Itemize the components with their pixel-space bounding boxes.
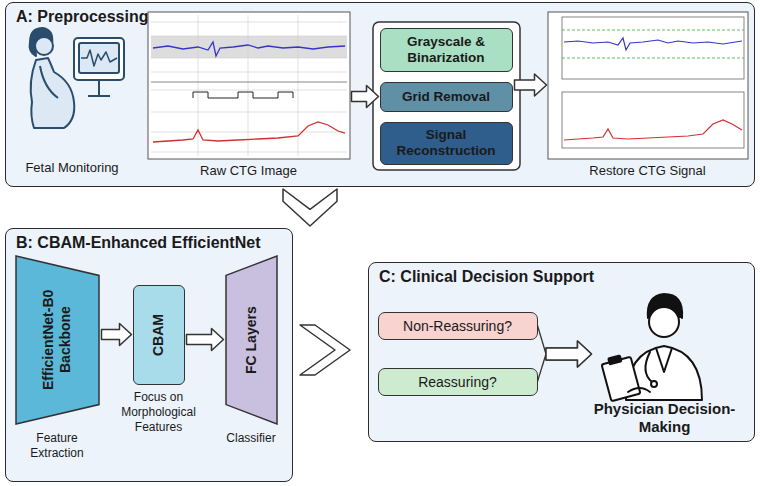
image-caption: Raw CTG Image [128, 163, 370, 178]
section-panel: A: PreprocessingRaw CTG ImageGrayscale &… [5, 2, 755, 187]
image-panel: Restore CTG Signal [548, 12, 748, 159]
trapezoid-shape [226, 256, 277, 424]
image-caption: Restore CTG Signal [528, 163, 760, 178]
image-panel: Raw CTG Image [148, 12, 350, 159]
section-panel: C: Clinical Decision SupportNon-Reassuri… [368, 262, 755, 442]
block-label: FC Layers [243, 265, 260, 415]
process-box: Signal Reconstruction [380, 122, 513, 165]
block-label: EfficientNet-B0 Backbone [40, 265, 74, 415]
connector [300, 325, 350, 375]
attention-block: CBAMFocus on Morphological Features [133, 285, 185, 385]
section-title: A: Preprocessing [16, 8, 148, 26]
physician-node: Physician Decision-Making [590, 292, 740, 440]
block-caption: Classifier [205, 431, 297, 446]
process-box: Grayscale & Binarization [380, 28, 513, 72]
step-group [373, 22, 520, 170]
trapezoid-shape [16, 256, 99, 424]
classifier-block: FC LayersClassifier [225, 255, 278, 425]
process-box: Grid Removal [380, 82, 513, 112]
outcome-label: Reassuring? [418, 374, 497, 390]
section-title: B: CBAM-Enhanced EfficientNet [16, 234, 260, 252]
outcome-box: Non-Reassuring? [378, 312, 538, 340]
block-caption: Feature Extraction [11, 431, 103, 461]
role-label: Physician Decision-Making [590, 400, 740, 436]
step-label: Grayscale & Binarization [385, 34, 508, 66]
connector [283, 189, 337, 226]
backbone-block: EfficientNet-B0 BackboneFeature Extracti… [15, 255, 100, 425]
outcome-label: Non-Reassuring? [403, 318, 512, 334]
block-label: CBAM [150, 290, 167, 380]
step-label: Grid Removal [402, 89, 490, 105]
outcome-box: Reassuring? [378, 368, 538, 396]
section-panel: B: CBAM-Enhanced EfficientNetEfficientNe… [5, 228, 293, 482]
section-title: C: Clinical Decision Support [379, 268, 594, 286]
step-label: Signal Reconstruction [385, 127, 508, 159]
chevron-arrow [283, 189, 337, 226]
block-caption: Focus on Morphological Features [113, 390, 205, 435]
icon-caption: Fetal Monitoring [12, 160, 132, 175]
chevron-arrow [300, 325, 350, 375]
